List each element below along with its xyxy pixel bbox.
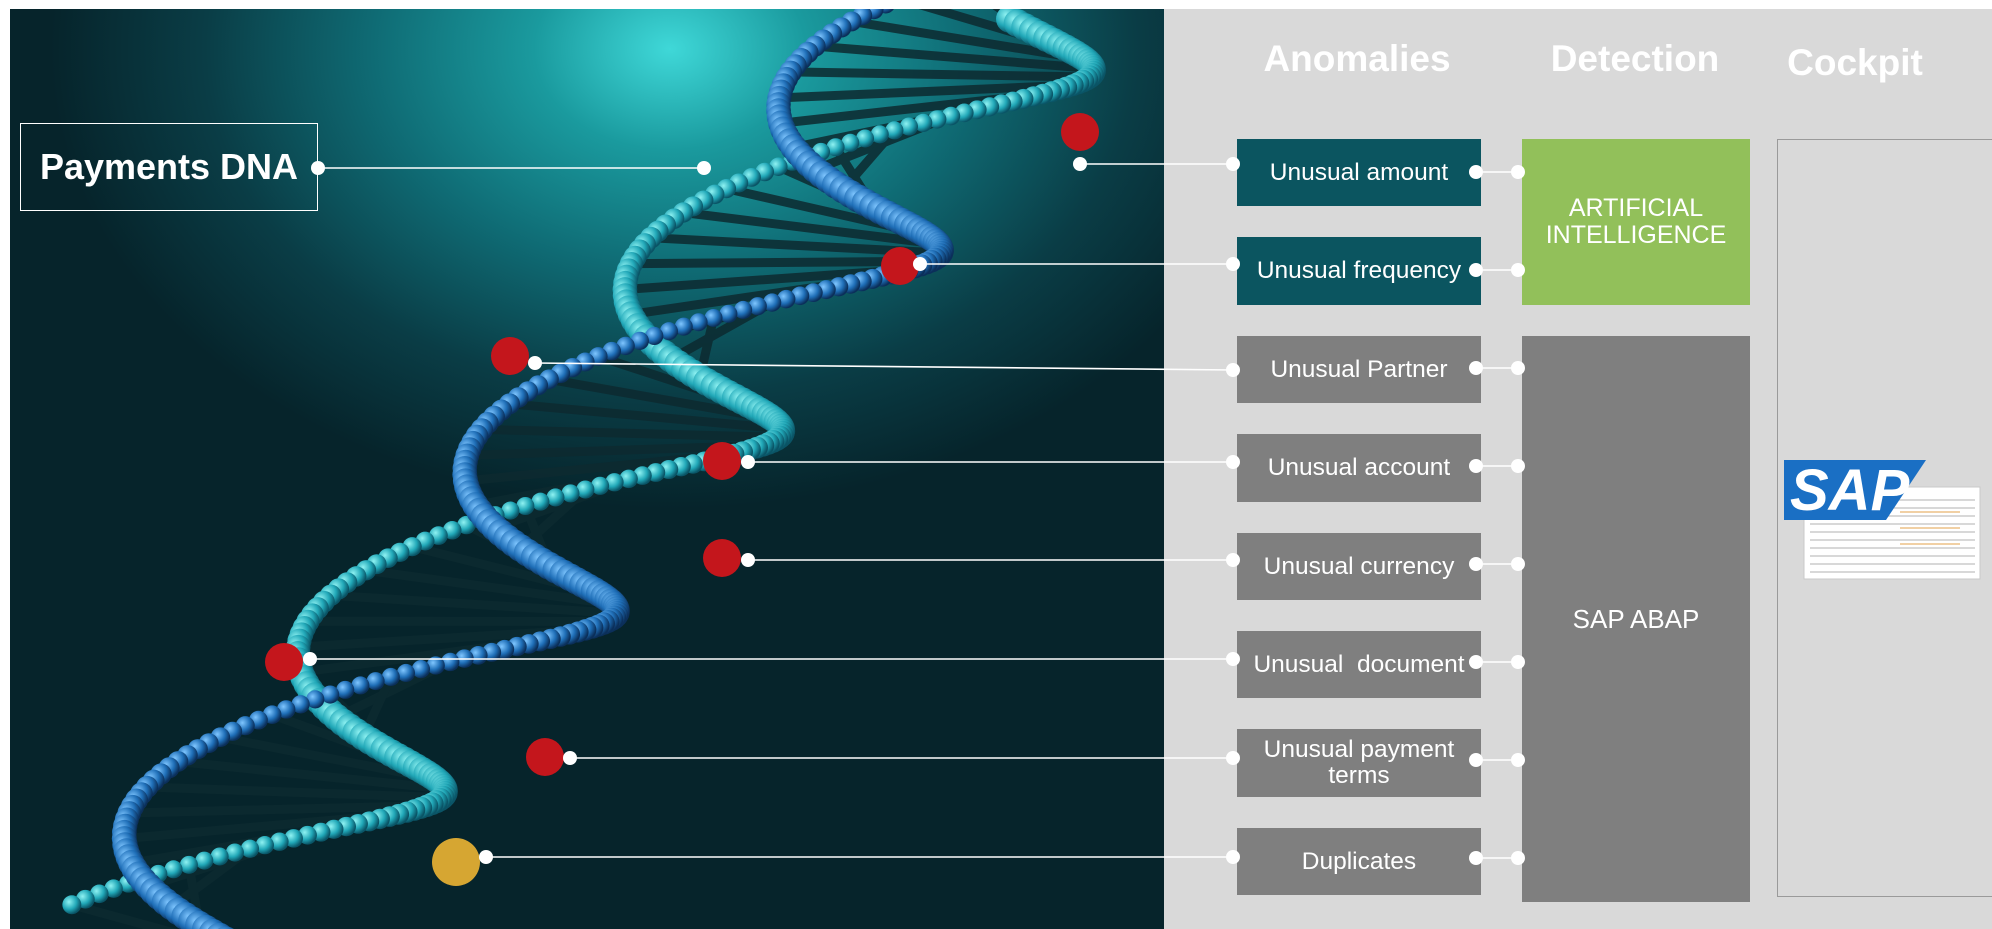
marker-red-document [265, 643, 303, 681]
dot [303, 652, 317, 666]
sap-logo-text: SAP [1790, 458, 1910, 523]
dot [741, 553, 755, 567]
dot [1226, 751, 1240, 765]
dot [1226, 850, 1240, 864]
dot [1511, 753, 1525, 767]
dot [1226, 455, 1240, 469]
dot [311, 161, 325, 175]
dot [1469, 361, 1483, 375]
dot [1469, 263, 1483, 277]
marker-gold-duplicates [432, 838, 480, 886]
dot [1469, 459, 1483, 473]
marker-red-amount [1061, 113, 1099, 151]
dot [1511, 165, 1525, 179]
dot [697, 161, 711, 175]
marker-red-partner [491, 337, 529, 375]
dot [528, 356, 542, 370]
dot [913, 257, 927, 271]
dot [1511, 557, 1525, 571]
marker-red-payment-terms [526, 738, 564, 776]
sap-cockpit-thumbnail: SAP [1784, 458, 1980, 579]
dot [1226, 363, 1240, 377]
dot [1469, 851, 1483, 865]
marker-red-account [703, 442, 741, 480]
dot [1511, 361, 1525, 375]
dot [1226, 157, 1240, 171]
dot [1469, 557, 1483, 571]
dot [1511, 851, 1525, 865]
dot [1511, 263, 1525, 277]
dot [1511, 655, 1525, 669]
connector-line-unusual-partner [535, 363, 1233, 370]
marker-red-currency [703, 539, 741, 577]
dot [1073, 157, 1087, 171]
dot [1511, 459, 1525, 473]
helix-markers [265, 113, 1099, 886]
dot [1226, 257, 1240, 271]
dot [479, 850, 493, 864]
dot [563, 751, 577, 765]
dot [1469, 753, 1483, 767]
dot [741, 455, 755, 469]
dot [1226, 553, 1240, 567]
dot [1469, 165, 1483, 179]
dot [1226, 652, 1240, 666]
dot [1469, 655, 1483, 669]
